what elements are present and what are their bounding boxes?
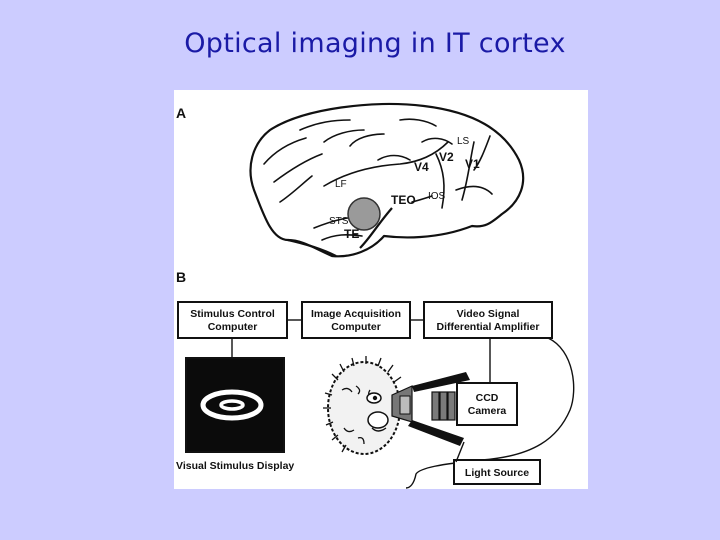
image-acquisition-computer-box: Image Acquisition Computer — [301, 301, 411, 339]
label-ios: IOS — [428, 191, 446, 202]
label-lf: LF — [335, 179, 347, 190]
ccd-camera-line2: Camera — [468, 405, 507, 417]
figure-svg: A LS V2 V4 V1 LF IOS TEO STS TE B — [176, 102, 575, 489]
ccd-camera-box: CCD Camera — [456, 382, 518, 426]
ccd-camera-line1: CCD — [476, 392, 499, 404]
light-source-label: Light Source — [465, 467, 529, 479]
display-caption: Visual Stimulus Display — [176, 460, 294, 472]
differential-amplifier-box: Video Signal Differential Amplifier — [423, 301, 553, 339]
optical-guides — [408, 372, 470, 446]
label-v2: V2 — [439, 150, 454, 164]
figure: A LS V2 V4 V1 LF IOS TEO STS TE B — [174, 90, 588, 489]
stimulus-inner-ring — [219, 399, 245, 411]
acquisition-computer-line2: Computer — [331, 321, 381, 333]
monkey-head-illustration — [323, 356, 402, 455]
stimulus-control-computer-box: Stimulus Control Computer — [177, 301, 288, 339]
stimulus-outer-ring — [200, 389, 264, 421]
brain-outline — [249, 102, 525, 258]
label-sts: STS — [329, 216, 349, 227]
acquisition-computer-line1: Image Acquisition — [311, 308, 401, 320]
slide-title: Optical imaging in IT cortex — [184, 28, 566, 59]
brain-sulci — [263, 118, 493, 241]
label-teo: TEO — [391, 193, 416, 207]
amplifier-line2: Differential Amplifier — [437, 321, 540, 333]
stimulus-computer-line1: Stimulus Control — [190, 308, 275, 320]
panel-b-letter: B — [176, 269, 186, 285]
label-v4: V4 — [414, 160, 429, 174]
lens-filters — [431, 391, 456, 421]
light-guide-line — [455, 441, 465, 463]
label-te: TE — [344, 227, 359, 241]
connection-lines — [231, 319, 575, 489]
imaging-region-marker — [347, 197, 381, 231]
amplifier-line1: Video Signal — [457, 308, 520, 320]
visual-stimulus-display — [185, 357, 285, 453]
label-ls: LS — [457, 136, 470, 147]
label-v1: V1 — [465, 157, 480, 171]
panel-a-letter: A — [176, 105, 186, 121]
stimulus-computer-line2: Computer — [208, 321, 258, 333]
brain-labels: LS V2 V4 V1 LF IOS TEO STS TE — [329, 136, 480, 241]
light-source-box: Light Source — [453, 459, 541, 485]
imaging-chamber — [391, 385, 413, 423]
